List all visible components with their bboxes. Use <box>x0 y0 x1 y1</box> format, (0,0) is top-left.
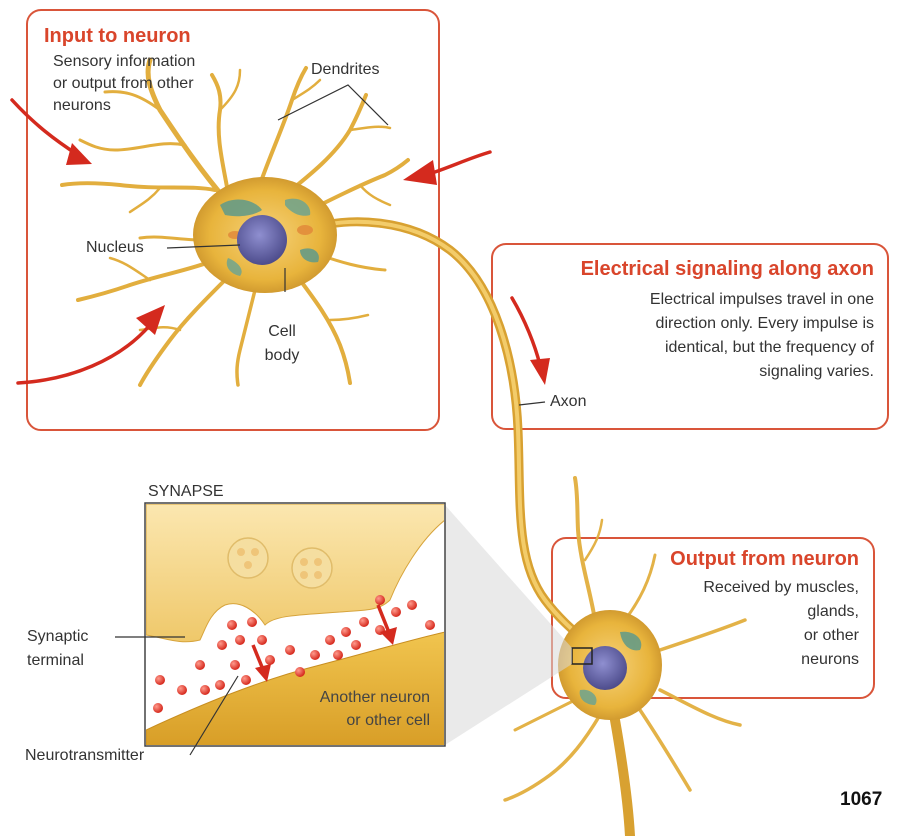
synapse-label: SYNAPSE <box>148 482 224 501</box>
signal-box-title: Electrical signaling along axon <box>498 258 874 281</box>
output-box-line-2: glands, <box>640 602 859 621</box>
signal-box-line-3: identical, but the frequency of <box>560 338 874 357</box>
another-neuron-label-2: or other cell <box>270 711 430 730</box>
output-box-title: Output from neuron <box>580 548 859 571</box>
output-nucleus <box>583 646 627 690</box>
input-box-title: Input to neuron <box>44 25 191 48</box>
dendrites-label: Dendrites <box>311 60 379 79</box>
cell-body-label-1: Cell <box>257 322 307 341</box>
input-box-line-1: Sensory information <box>53 52 195 71</box>
nucleus-label: Nucleus <box>86 238 144 257</box>
input-box-line-2: or output from other <box>53 74 194 93</box>
input-box-line-3: neurons <box>53 96 111 115</box>
synaptic-terminal-label-2: terminal <box>27 651 84 670</box>
page-number: 1067 <box>840 789 882 811</box>
synaptic-terminal-label-1: Synaptic <box>27 627 88 646</box>
cell-body-label-2: body <box>257 346 307 365</box>
output-box-line-1: Received by muscles, <box>640 578 859 597</box>
nucleus <box>237 215 287 265</box>
synapse-inset <box>145 503 445 746</box>
axon-label: Axon <box>550 392 586 411</box>
output-box-line-4: neurons <box>640 650 859 669</box>
signal-box-line-1: Electrical impulses travel in one <box>560 290 874 309</box>
another-neuron-label-1: Another neuron <box>270 688 430 707</box>
neurotransmitter-label: Neurotransmitter <box>25 746 144 765</box>
signal-box-line-4: signaling varies. <box>560 362 874 381</box>
output-axon <box>615 720 630 836</box>
signal-box-line-2: direction only. Every impulse is <box>560 314 874 333</box>
output-box-line-3: or other <box>640 626 859 645</box>
